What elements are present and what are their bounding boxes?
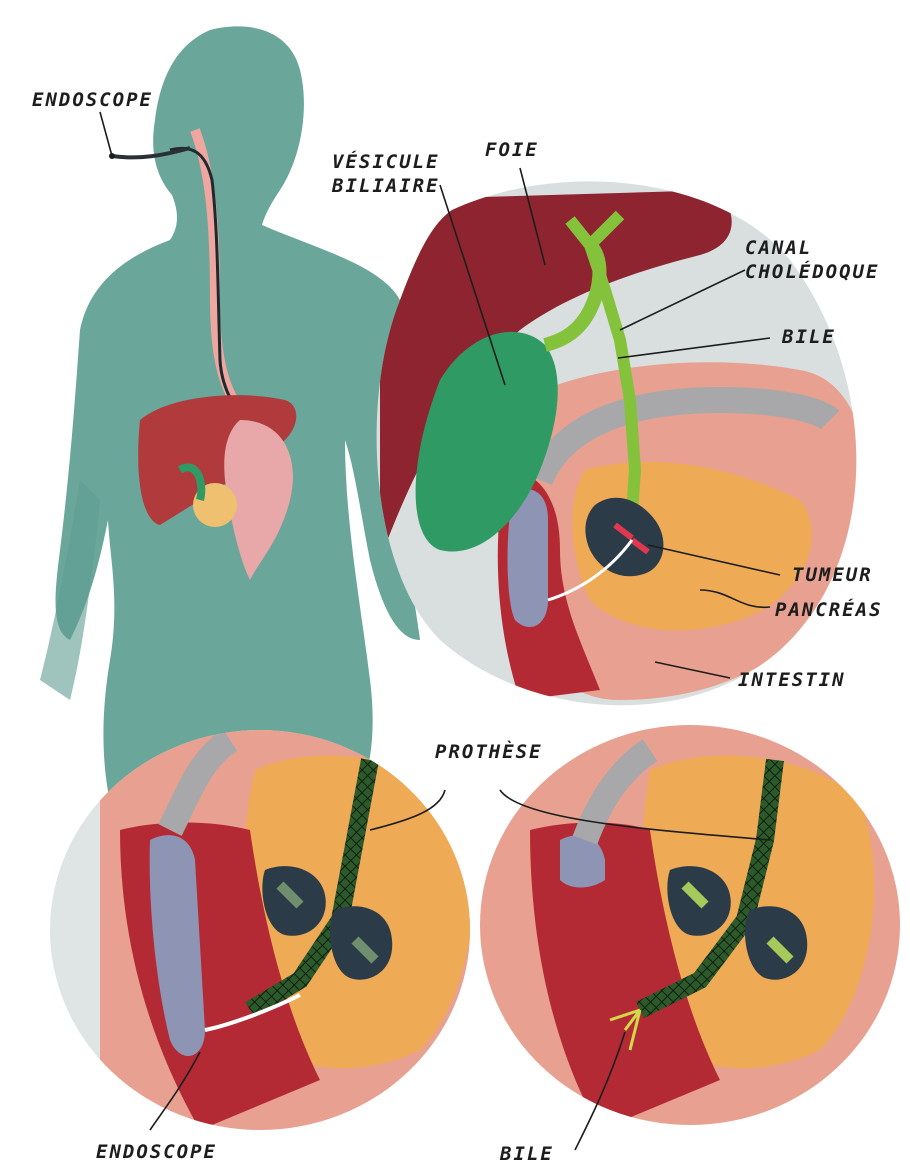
label-vesicule-biliaire: VÉSICULE BILIAIRE xyxy=(332,150,440,198)
label-bile-bottom: BILE xyxy=(500,1142,554,1166)
bottom-right-detail xyxy=(480,725,900,1130)
label-foie: FOIE xyxy=(485,138,539,162)
human-body xyxy=(40,26,420,840)
label-pancreas: PANCRÉAS xyxy=(775,598,883,622)
label-vesicule-line2: BILIAIRE xyxy=(332,174,440,198)
label-canal-choledoque: CANAL CHOLÉDOQUE xyxy=(745,236,879,284)
label-vesicule-line1: VÉSICULE xyxy=(332,150,440,174)
label-prothese: PROTHÈSE xyxy=(435,740,543,764)
label-endoscope-bottom: ENDOSCOPE xyxy=(96,1140,217,1164)
label-canal-line2: CHOLÉDOQUE xyxy=(745,260,879,284)
label-tumeur: TUMEUR xyxy=(792,563,873,587)
label-endoscope-top: ENDOSCOPE xyxy=(32,88,153,112)
label-intestin: INTESTIN xyxy=(738,668,846,692)
label-canal-line1: CANAL xyxy=(745,236,879,260)
label-bile-top: BILE xyxy=(782,325,836,349)
leader-endoscope-top xyxy=(100,112,112,156)
